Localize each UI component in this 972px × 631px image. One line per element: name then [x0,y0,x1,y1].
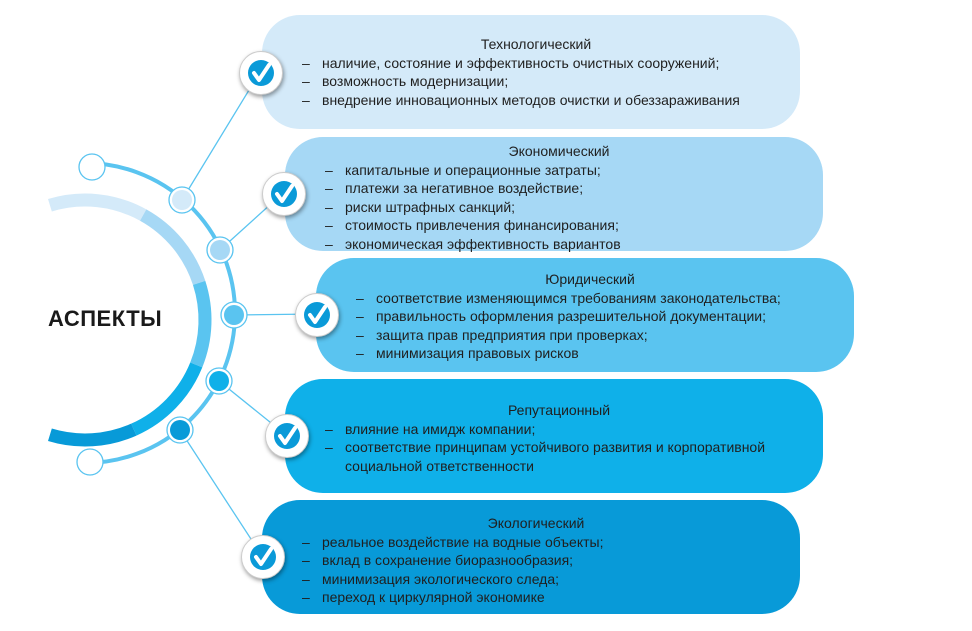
check-circle-icon [241,535,285,579]
aspect-card-1: Технологический наличие, состояние и эффе… [262,15,800,129]
connector-line [181,71,261,201]
arc-end-circle [78,153,106,181]
aspect-card-2: Экономический капитальные и операционные … [285,137,823,254]
aspect-item: правильность оформления разрешительной д… [356,307,824,326]
aspect-item: переход к циркулярной экономике [302,588,770,607]
aspect-item: реальное воздействие на водные объекты; [302,533,770,552]
aspect-card-5: Экологический реальное воздействие на вод… [262,500,800,614]
aspect-items: соответствие изменяющимся требованиям за… [356,289,824,363]
aspect-item: платежи за негативное воздействие; [325,179,793,198]
aspect-item: риски штрафных санкций; [325,198,793,217]
aspect-item: наличие, состояние и эффективность очист… [302,54,770,73]
aspect-item: капитальные и операционные затраты; [325,161,793,180]
aspect-card-3: Юридический соответствие изменяющимся тре… [316,258,854,372]
aspect-item: внедрение инновационных методов очистки … [302,91,770,110]
aspect-item: минимизация правовых рисков [356,344,824,363]
node-dot [170,420,190,440]
aspect-title: Экономический [508,143,610,159]
inner-arc-segment [190,280,212,368]
inner-arc-segment [131,362,203,436]
inner-arc-segment [48,193,147,221]
aspect-items: капитальные и операционные затраты;плате… [325,161,793,254]
aspect-item: защита прав предприятия при проверках; [356,326,824,345]
node-dot [209,371,229,391]
inner-arc-segment [48,423,137,447]
aspect-items: наличие, состояние и эффективность очист… [302,54,770,110]
aspect-title: Технологический [480,36,592,52]
aspect-item: экономическая эффективность вариантов [325,235,793,254]
aspect-item: соответствие принципам устойчивого разви… [325,438,793,475]
check-circle-icon [262,172,306,216]
center-label: АСПЕКТЫ [48,306,163,331]
node-dot [224,305,244,325]
aspect-item: вклад в сохранение биоразнообразия; [302,551,770,570]
aspect-items: влияние на имидж компании;соответствие п… [325,420,793,476]
connector-line [179,429,263,557]
check-circle-icon [295,293,339,337]
aspect-item: соответствие изменяющимся требованиям за… [356,289,824,308]
aspect-item: стоимость привлечения финансирования; [325,216,793,235]
aspect-item: влияние на имидж компании; [325,420,793,439]
check-circle-icon [265,414,309,458]
aspect-items: реальное воздействие на водные объекты;в… [302,533,770,607]
aspect-title: Экологический [487,515,585,531]
aspect-item: возможность модернизации; [302,72,770,91]
aspect-item: минимизация экологического следа; [302,570,770,589]
node-dot [172,190,192,210]
aspect-title: Юридический [545,271,635,287]
check-circle-icon [239,51,283,95]
inner-arc-segment [139,209,206,286]
aspect-card-4: Репутационный влияние на имидж компании;с… [285,379,823,493]
node-dot [210,240,230,260]
aspect-title: Репутационный [507,402,611,418]
arc-end-circle [76,448,104,476]
